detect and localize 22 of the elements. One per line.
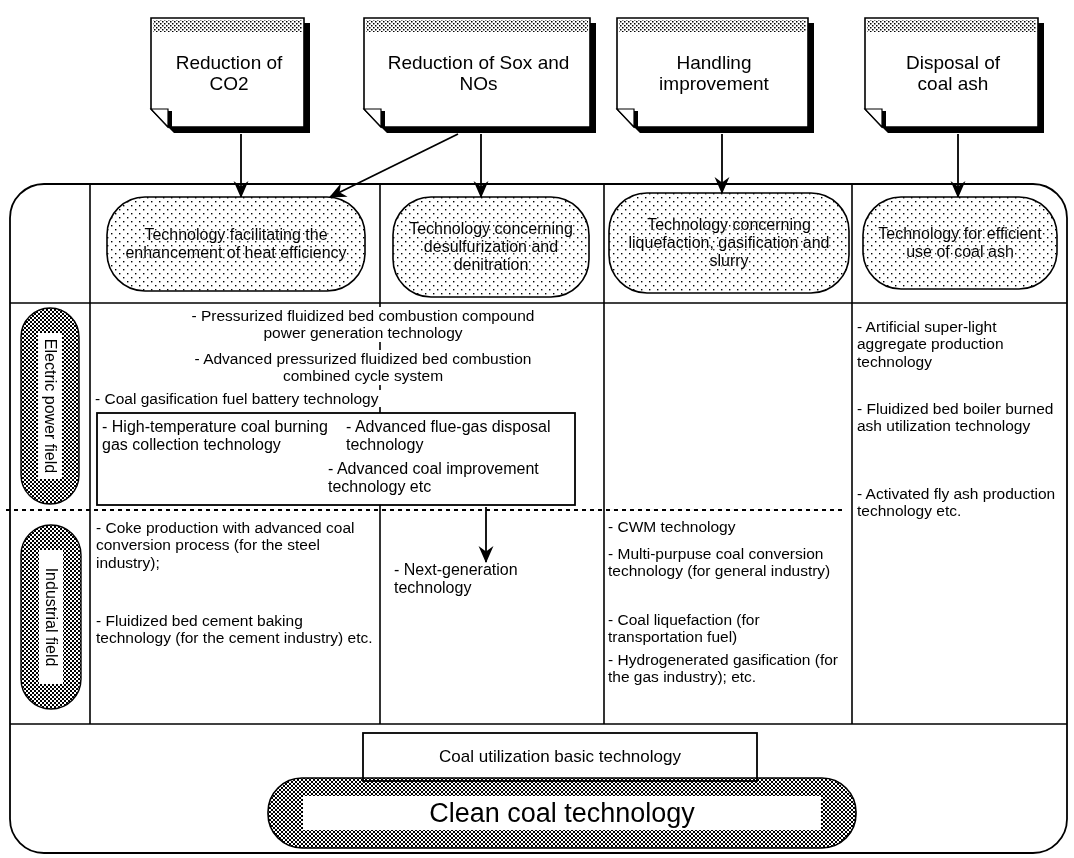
category-title: Technology concerning liquefaction, gasification and slurry [627, 216, 831, 270]
category-title: Technology facilitating the enhancement of heat efficiency [124, 226, 348, 262]
list-item: - Advanced coal improvement technology etc [328, 460, 540, 496]
category-title: Technology concerning desulfurization and denitration [408, 220, 574, 274]
list-item: - Advanced flue-gas disposal technology [346, 418, 552, 454]
row-title: Electric power field [41, 338, 59, 474]
card-title: Disposal of coal ash [905, 51, 1001, 95]
card-title: Reduction of CO2 [174, 51, 284, 95]
arrow [478, 506, 494, 564]
arrow [233, 133, 249, 199]
list-item: - High-temperature coal burning gas collection technology [102, 418, 329, 454]
card-title: Handling improvement [658, 51, 770, 95]
box-title: Coal utilization basic technology [438, 747, 682, 767]
list-item: - Next-generation technology [394, 561, 519, 597]
category-title: Technology for efficient use of coal ash [877, 225, 1043, 261]
arrow [473, 133, 489, 199]
row-title: Industrial field [42, 567, 60, 667]
card-title: Reduction of Sox and NOs [386, 51, 571, 95]
arrow [950, 133, 966, 199]
main-title: Clean coal technology [428, 797, 696, 829]
arrow [714, 133, 730, 195]
arrow [329, 133, 459, 198]
